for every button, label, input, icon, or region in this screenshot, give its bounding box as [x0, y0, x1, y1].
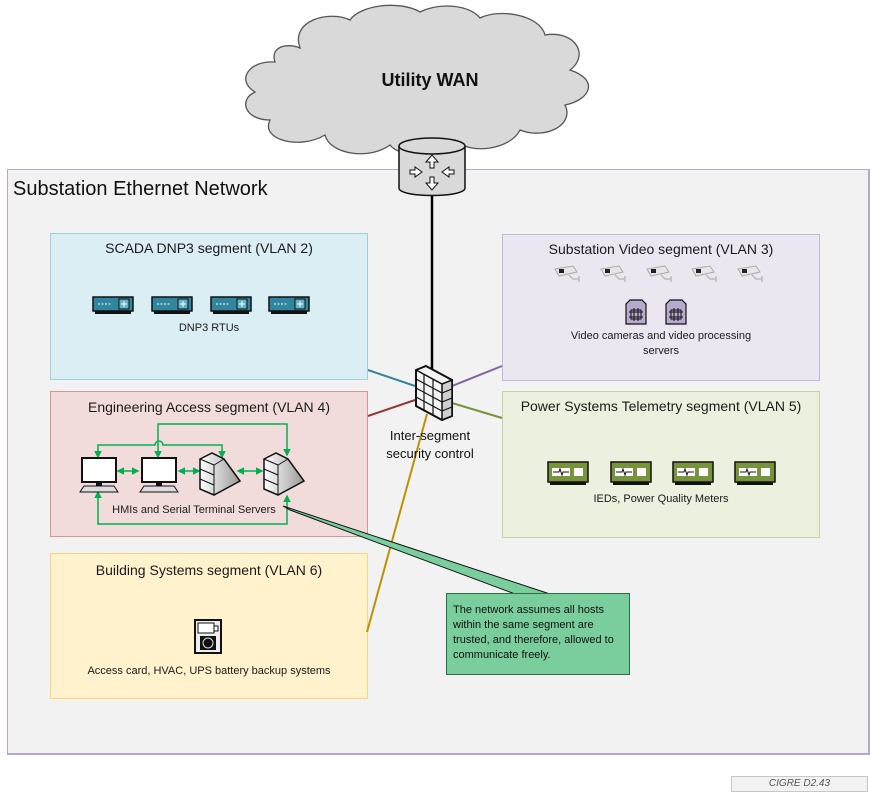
- segment-caption-line1: Video cameras and video processing: [570, 330, 752, 342]
- link-video: [451, 365, 503, 387]
- engineering-connections: [94, 423, 291, 525]
- video-server-icon: [625, 299, 647, 325]
- rtu-icon: [210, 296, 252, 314]
- camera-icon: [600, 265, 626, 282]
- access-control-panel-icon: [194, 619, 222, 654]
- camera-icon: [737, 265, 763, 282]
- segment-caption-line2: servers: [642, 345, 680, 357]
- segment-title: Substation Video segment (VLAN 3): [548, 241, 774, 257]
- firewall-label: Inter-segment security control: [370, 427, 490, 463]
- segment-title: Power Systems Telemetry segment (VLAN 5): [520, 398, 802, 414]
- link-telemetry: [451, 402, 503, 419]
- camera-icon: [646, 265, 672, 282]
- terminal-server-icon: [263, 452, 306, 496]
- ied-icon: [734, 461, 776, 485]
- router-icon: [398, 137, 466, 197]
- rtu-icon: [151, 296, 193, 314]
- terminal-server-icon: [199, 452, 242, 496]
- firewall-label-line2: security control: [386, 446, 474, 461]
- segment-title: Building Systems segment (VLAN 6): [95, 562, 323, 578]
- workstation-icon: [139, 457, 179, 493]
- ied-icon: [672, 461, 714, 485]
- video-server-icon: [665, 299, 687, 325]
- source-label: CIGRE D2.43: [731, 776, 868, 792]
- wan-cloud: [245, 4, 590, 156]
- rtu-icon: [92, 296, 134, 314]
- ied-icon: [547, 461, 589, 485]
- camera-icon: [691, 265, 717, 282]
- camera-icon: [554, 265, 580, 282]
- workstation-icon: [79, 457, 119, 493]
- link-scada: [367, 369, 416, 387]
- rtu-icon: [268, 296, 310, 314]
- link-building: [366, 413, 428, 633]
- link-engineering: [367, 399, 416, 417]
- segment-title: Engineering Access segment (VLAN 4): [87, 399, 330, 415]
- firewall-icon: [415, 364, 453, 422]
- rtu-devices: [92, 296, 310, 314]
- ied-icon: [610, 461, 652, 485]
- segment-caption: DNP3 RTUs: [178, 322, 240, 334]
- segment-video: Substation Video segment (VLAN 3) Video …: [502, 234, 820, 381]
- segment-title: SCADA DNP3 segment (VLAN 2): [105, 240, 313, 256]
- ied-devices: [547, 461, 776, 485]
- segment-caption: HMIs and Serial Terminal Servers: [112, 504, 276, 516]
- wan-label: Utility WAN: [381, 70, 479, 90]
- callout-note: The network assumes all hosts within the…: [446, 593, 630, 675]
- segment-caption: IEDs, Power Quality Meters: [593, 493, 729, 505]
- segment-caption: Access card, HVAC, UPS battery backup sy…: [87, 665, 331, 677]
- camera-devices: [554, 265, 763, 282]
- network-title: Substation Ethernet Network: [13, 178, 268, 200]
- firewall-label-line1: Inter-segment: [389, 428, 471, 443]
- callout-pointer: [282, 505, 551, 595]
